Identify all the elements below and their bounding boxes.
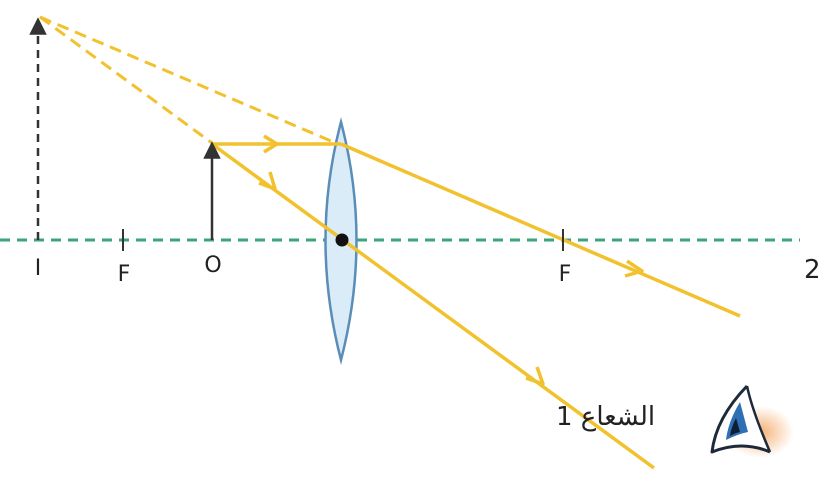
label-object-point: O [204, 253, 221, 278]
label-image-point: I [35, 256, 42, 281]
label-focal-right: F [559, 262, 572, 287]
ray-1-arrow-b [525, 366, 545, 386]
ray-1-arrow-a [258, 171, 277, 191]
eye-icon [710, 384, 794, 458]
label-ray-1: الشعاع 1 [556, 402, 655, 432]
ray-2-arrow-b [624, 259, 644, 278]
lens-center [335, 233, 349, 247]
virtual-extension-2 [39, 15, 339, 146]
ray-1 [210, 142, 656, 470]
ray-2-arrow-a [263, 134, 279, 154]
label-ray-2: الشعاع 2 [804, 255, 825, 285]
label-focal-left: F [118, 262, 131, 287]
virtual-extension-1 [39, 15, 213, 145]
ray-2-refracted [340, 142, 741, 318]
